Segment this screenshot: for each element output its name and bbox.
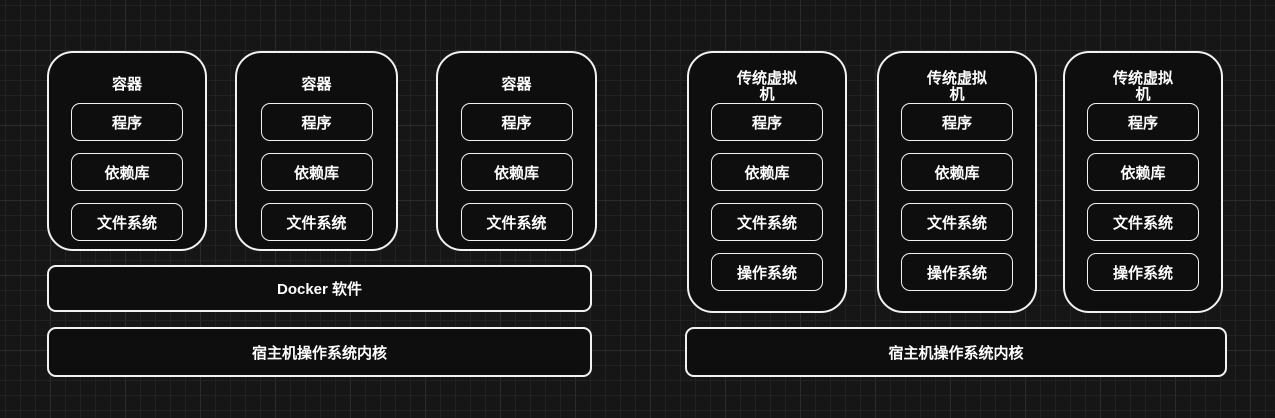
item-dependency-libs[interactable]: 依赖库 <box>71 153 183 191</box>
item-dependency-libs[interactable]: 依赖库 <box>260 153 373 191</box>
item-filesystem[interactable]: 文件系统 <box>1087 203 1199 241</box>
vm-box-1[interactable]: 传统虚拟机 程序 依赖库 文件系统 操作系统 <box>687 51 847 313</box>
item-program[interactable]: 程序 <box>1087 103 1199 141</box>
vm-title: 传统虚拟机 <box>926 70 987 103</box>
item-program[interactable]: 程序 <box>460 103 573 141</box>
bar-label: 宿主机操作系统内核 <box>888 344 1024 362</box>
container-title: 容器 <box>501 75 532 93</box>
item-dependency-libs[interactable]: 依赖库 <box>711 153 823 191</box>
vm-box-3[interactable]: 传统虚拟机 程序 依赖库 文件系统 操作系统 <box>1063 51 1223 313</box>
item-filesystem[interactable]: 文件系统 <box>901 203 1013 241</box>
bar-label: 宿主机操作系统内核 <box>251 344 387 362</box>
item-dependency-libs[interactable]: 依赖库 <box>460 153 573 191</box>
item-program[interactable]: 程序 <box>711 103 823 141</box>
container-box-1[interactable]: 容器 程序 依赖库 文件系统 <box>47 51 207 251</box>
item-operating-system[interactable]: 操作系统 <box>901 253 1013 291</box>
item-operating-system[interactable]: 操作系统 <box>1087 253 1199 291</box>
container-title: 容器 <box>111 75 142 93</box>
host-kernel-bar-right[interactable]: 宿主机操作系统内核 <box>685 327 1227 377</box>
item-dependency-libs[interactable]: 依赖库 <box>901 153 1013 191</box>
vm-title: 传统虚拟机 <box>736 70 797 103</box>
item-filesystem[interactable]: 文件系统 <box>260 203 373 241</box>
container-title: 容器 <box>301 75 332 93</box>
vm-title: 传统虚拟机 <box>1112 70 1173 103</box>
item-filesystem[interactable]: 文件系统 <box>711 203 823 241</box>
item-filesystem[interactable]: 文件系统 <box>460 203 573 241</box>
item-program[interactable]: 程序 <box>901 103 1013 141</box>
item-dependency-libs[interactable]: 依赖库 <box>1087 153 1199 191</box>
vm-box-2[interactable]: 传统虚拟机 程序 依赖库 文件系统 操作系统 <box>877 51 1037 313</box>
docker-software-bar[interactable]: Docker 软件 <box>47 265 592 312</box>
host-kernel-bar-left[interactable]: 宿主机操作系统内核 <box>47 327 592 377</box>
container-box-3[interactable]: 容器 程序 依赖库 文件系统 <box>436 51 597 251</box>
item-program[interactable]: 程序 <box>260 103 373 141</box>
bar-label: Docker 软件 <box>276 281 363 298</box>
item-filesystem[interactable]: 文件系统 <box>71 203 183 241</box>
container-box-2[interactable]: 容器 程序 依赖库 文件系统 <box>235 51 398 251</box>
item-program[interactable]: 程序 <box>71 103 183 141</box>
item-operating-system[interactable]: 操作系统 <box>711 253 823 291</box>
